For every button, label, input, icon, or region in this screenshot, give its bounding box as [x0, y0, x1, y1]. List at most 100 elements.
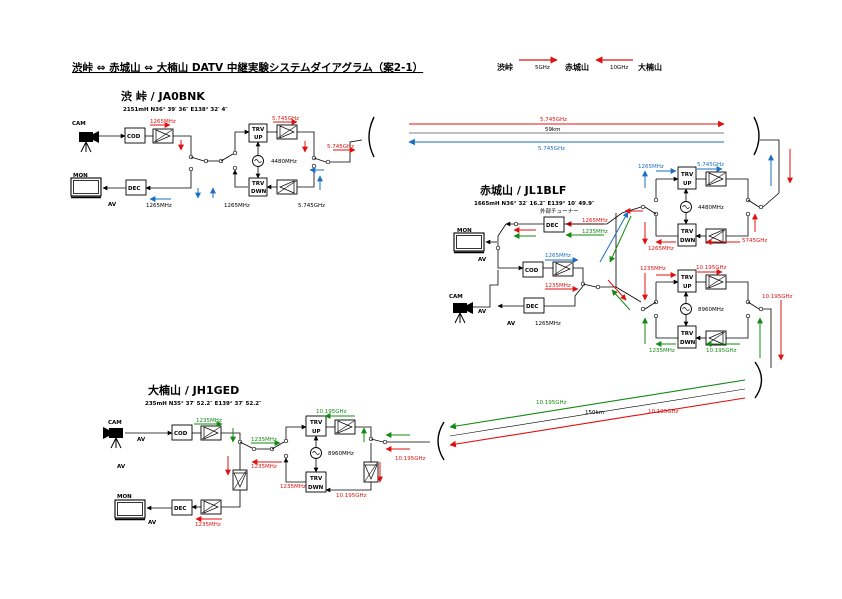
akagi-av-label-1: AV — [478, 257, 487, 263]
akagi-f5745-b: 5745GHz — [742, 238, 767, 244]
switch-node — [325, 159, 331, 165]
wire — [564, 206, 642, 225]
switch-blade — [644, 206, 657, 215]
shibutoge-lo-icon — [252, 155, 264, 167]
switch-blade — [239, 441, 253, 449]
akagi-amp-up2-icon — [705, 274, 727, 290]
ookusu-av-label-1: AV — [137, 437, 146, 443]
switch-blade — [644, 301, 657, 310]
wire — [762, 192, 780, 208]
wire — [497, 248, 516, 269]
up-label: UP — [683, 284, 692, 290]
akagi-station: 赤城山 / JL1BLF 1665mH N36° 32′ 16.2″ E139°… — [449, 116, 793, 399]
red-flow — [607, 279, 627, 301]
ookusu-f1235-dwn: 1235MHz — [280, 484, 306, 490]
akagi-tuner-dec-label: DEC — [546, 223, 558, 229]
akagi-av-label-2: AV — [478, 309, 487, 315]
switch-node — [283, 453, 289, 459]
link2-tx-arrow — [449, 397, 746, 448]
ookusu-f1235-mid: 1235MHz — [251, 437, 277, 443]
switch-node — [745, 313, 751, 319]
wire — [285, 424, 307, 439]
switch-blade — [313, 157, 327, 163]
switch-blade — [271, 441, 285, 450]
wire — [497, 223, 507, 248]
switch-blade — [190, 156, 205, 162]
akagi-dish-bottom-icon — [754, 361, 763, 399]
switch-node — [382, 439, 388, 445]
akagi-title: 赤城山 / JL1BLF — [480, 183, 566, 197]
akagi-f1265-dec: 1265MHz — [535, 321, 561, 327]
ookusu-dec-amp2-icon — [200, 499, 222, 515]
link2-distance: 150km — [585, 410, 604, 416]
switch-node — [283, 438, 289, 444]
legend-ookusu: 大楠山 — [638, 62, 662, 72]
shibutoge-station: 渋 峠 / JA0BNK 2151mH N36° 39′ 36″ E138° 3… — [70, 89, 375, 209]
trv-label: TRV — [681, 229, 694, 235]
ookusu-f1235-dec: 1235MHz — [195, 522, 221, 528]
wire — [221, 490, 241, 508]
ookusu-title: 大楠山 / JH1GED — [148, 383, 239, 397]
wire — [615, 286, 642, 303]
shibutoge-amp-tx-icon — [152, 128, 174, 144]
switch-node — [311, 163, 317, 169]
akagi-coord: 1665mH N36° 32′ 16.2″ E139° 10′ 49.9″ — [474, 201, 595, 207]
akagi-monitor-icon — [453, 232, 485, 254]
switch-node — [653, 197, 659, 203]
legend-band10: 10GHz — [610, 65, 628, 71]
shibutoge-f1265-tx: 1265MHz — [150, 119, 176, 125]
ookusu-f10195-up: 10.195GHz — [316, 409, 347, 415]
shibutoge-lo: 4480MHz — [271, 159, 297, 165]
trv-label: TRV — [252, 181, 265, 187]
ookusu-amp-dwn-icon — [363, 461, 379, 483]
switch-node — [513, 221, 519, 227]
akagi-mon-label: MON — [457, 228, 472, 234]
akagi-f1265-cod: 1265MHz — [545, 253, 571, 259]
switch-blade — [582, 283, 597, 288]
link2-freq-tx: 10.195GHz — [648, 409, 679, 415]
dwn-label: DWN — [308, 485, 324, 491]
ookusu-amp-up-icon — [334, 419, 356, 435]
ookusu-lo-icon — [310, 447, 322, 459]
switch-node — [640, 204, 646, 210]
ookusu-av-label-2: AV — [117, 464, 126, 470]
wire — [325, 482, 372, 493]
shibutoge-amp-up-icon — [276, 124, 298, 140]
blue-flow — [599, 211, 629, 263]
akagi-cam-label: CAM — [449, 294, 463, 300]
akagi-f5745-a: 5.745GHz — [697, 162, 724, 168]
shibutoge-f5745-dwn: 5.745GHz — [298, 203, 325, 209]
wire — [234, 129, 250, 151]
wire — [726, 214, 749, 237]
akagi-dec-label: DEC — [526, 304, 538, 310]
legend-akagi: 赤城山 — [565, 62, 589, 72]
up-label: UP — [254, 135, 263, 141]
up-label: UP — [312, 429, 321, 435]
ookusu-dec-block — [171, 499, 193, 516]
shibutoge-f5745-up: 5.745GHz — [272, 116, 299, 122]
akagi-f1265-b: 1265MHz — [648, 246, 674, 252]
ookusu-mon-label: MON — [117, 494, 132, 500]
legend-band5: 5GHz — [535, 65, 550, 71]
shibutoge-f5745-ant: 5.745GHz — [327, 144, 354, 150]
akagi-camera-icon — [452, 301, 474, 324]
akagi-amp-dwn2-icon — [705, 330, 727, 346]
link-akagi-ookusu: 10.195GHz 150km 10.195GHz — [449, 379, 746, 448]
wire — [145, 171, 192, 191]
akagi-lo2-icon — [680, 303, 692, 315]
shibutoge-cam-label: CAM — [72, 121, 86, 127]
akagi-lo1-icon — [680, 201, 692, 213]
wire — [573, 267, 584, 282]
link2-freq-rx: 10.195GHz — [536, 400, 567, 406]
ookusu-dish-icon — [437, 421, 445, 461]
shibutoge-mon-label: MON — [73, 173, 88, 179]
shibutoge-dish-icon — [368, 116, 375, 158]
akagi-f1265-tuner: 1265MHz — [582, 218, 608, 224]
akagi-f1235-c: 1235MHz — [640, 266, 666, 272]
wire — [297, 166, 315, 188]
link-shibutoge-akagi: 5.745GHz 59km 5.745GHz — [408, 117, 725, 152]
akagi-f1265-a: 1265MHz — [638, 164, 664, 170]
akagi-lo1: 4480MHz — [698, 205, 724, 211]
dwn-label: DWN — [251, 189, 267, 195]
